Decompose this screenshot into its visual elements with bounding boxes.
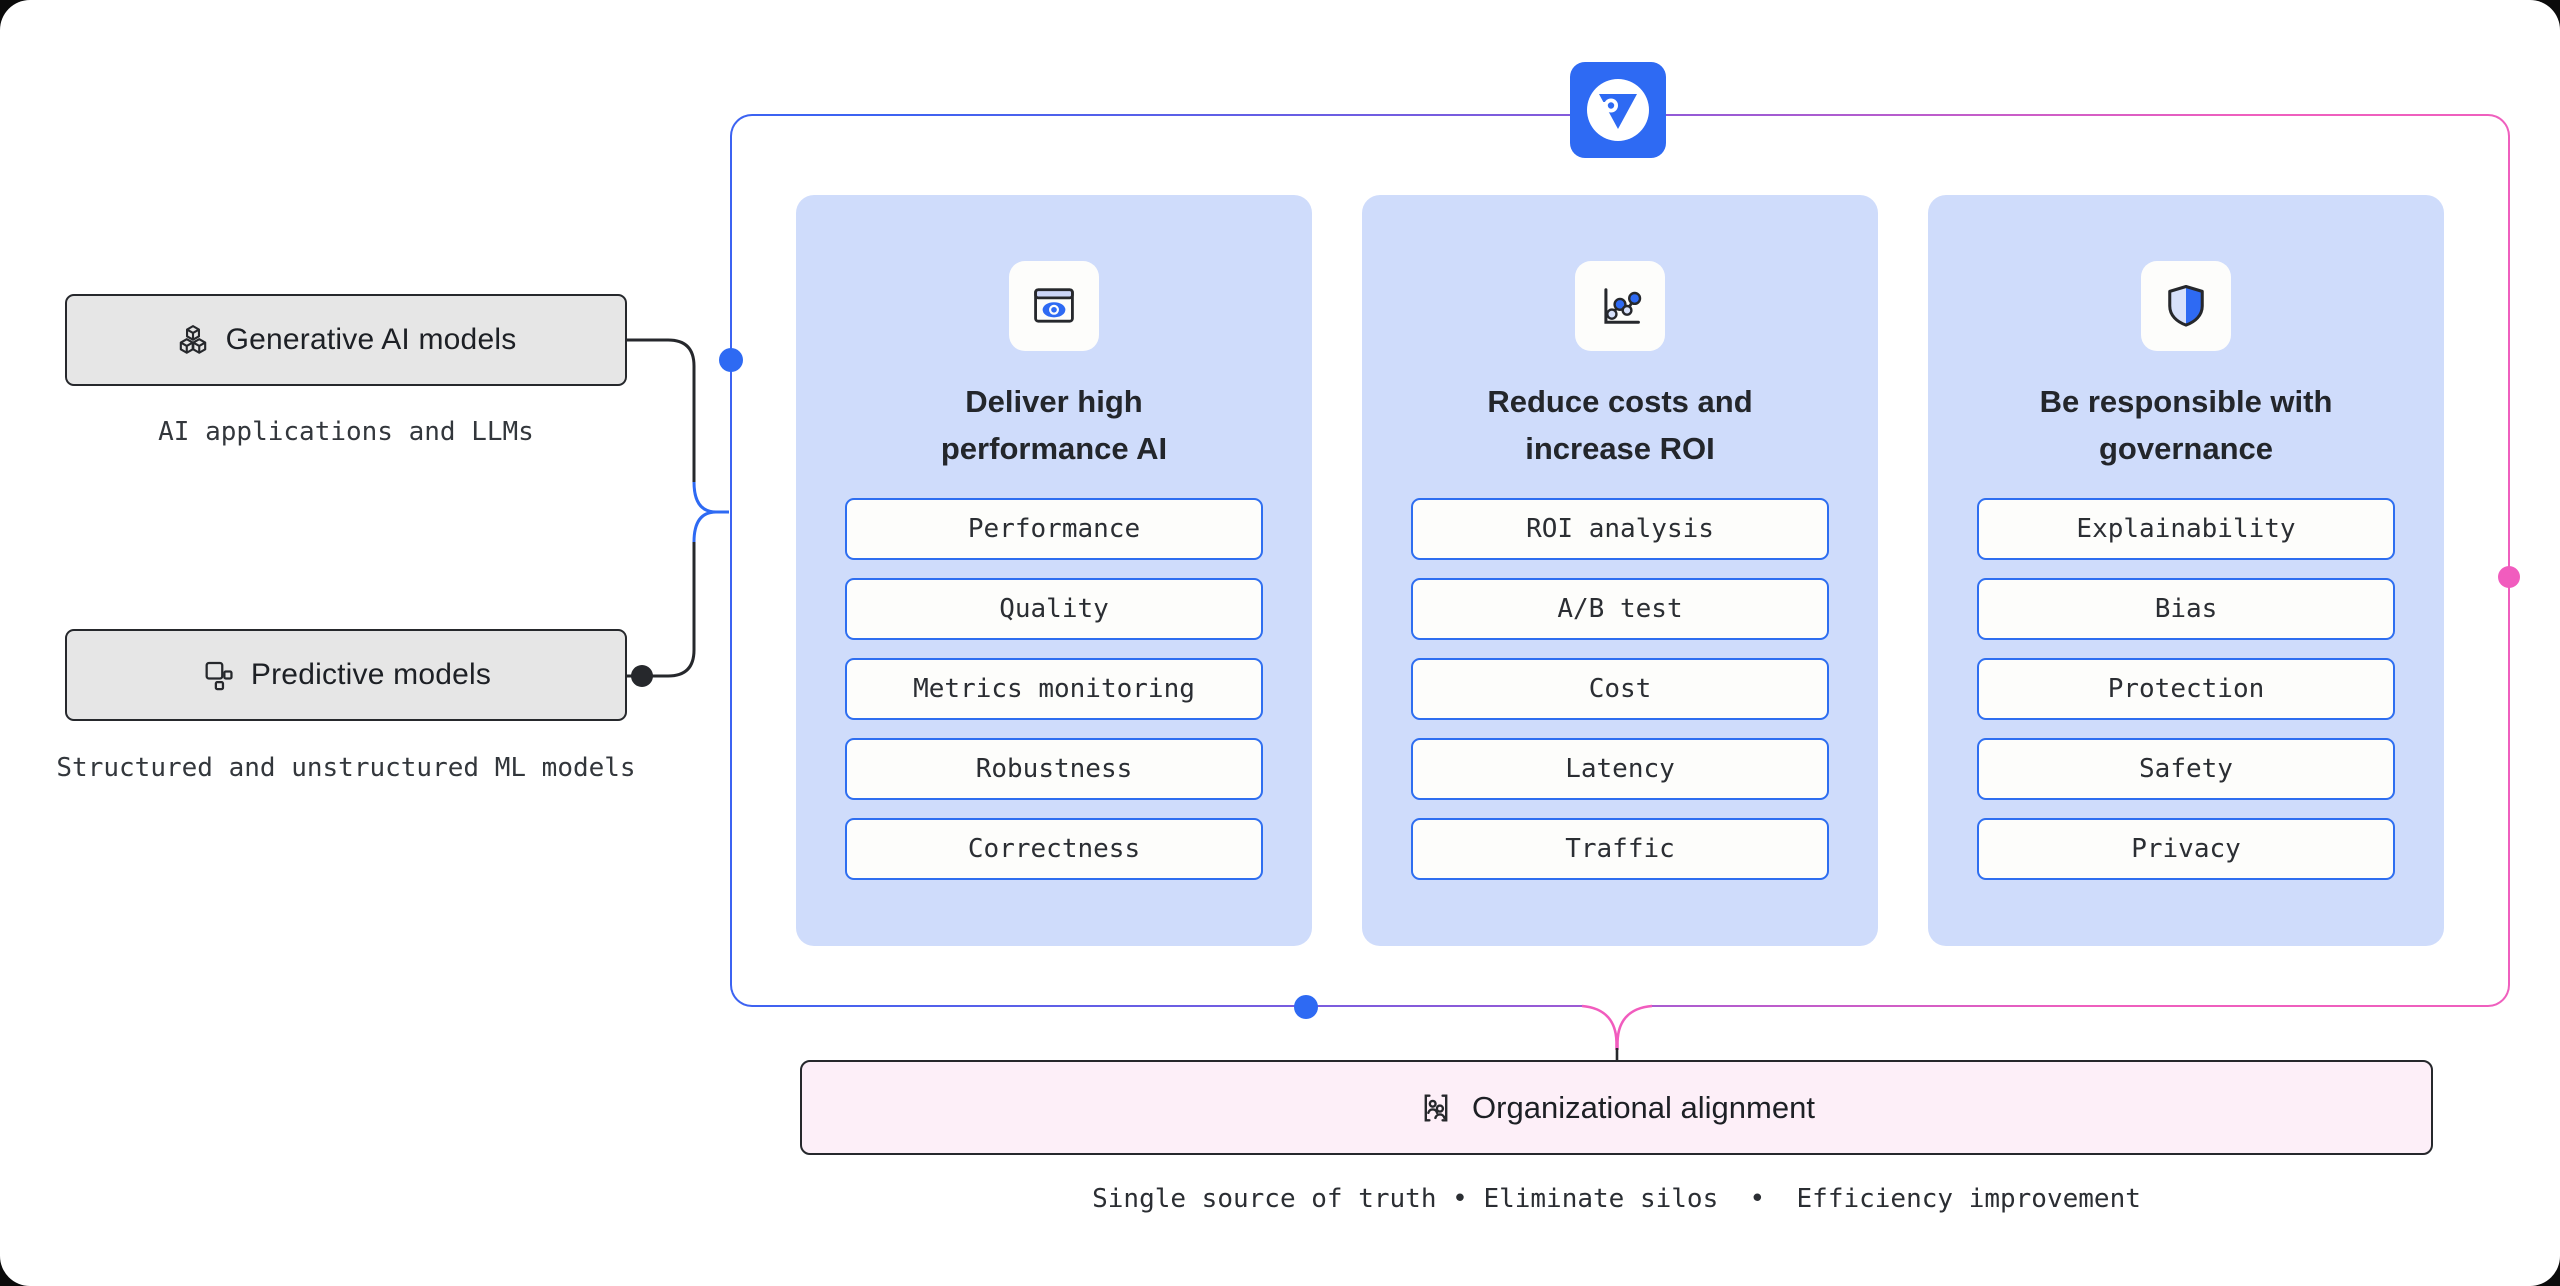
- pillar-icon-tile: [2141, 261, 2231, 351]
- line-chart-icon: [1604, 288, 1642, 324]
- capability-pill: Robustness: [845, 738, 1263, 800]
- capability-pill: Latency: [1411, 738, 1829, 800]
- shield-icon: [2168, 284, 2204, 327]
- capability-pill: Safety: [1977, 738, 2395, 800]
- capability-pill: Protection: [1977, 658, 2395, 720]
- capability-pill: ROI analysis: [1411, 498, 1829, 560]
- organizational-alignment-box: Organizational alignment: [800, 1060, 2433, 1155]
- pillar-icon-tile: [1009, 261, 1099, 351]
- predictive-models-box: Predictive models: [65, 629, 627, 721]
- predictive-models-label: Predictive models: [250, 658, 492, 691]
- pillar-title: Be responsible with governance: [2039, 384, 2333, 466]
- capability-pill: Quality: [845, 578, 1263, 640]
- cubes-icon: [179, 325, 206, 354]
- capability-pill: Privacy: [1977, 818, 2395, 880]
- predictive-connector-line: [627, 542, 696, 678]
- pillar-title: Reduce costs and increase ROI: [1487, 384, 1753, 466]
- pillar-card-governance: Be responsible with governance Explainab…: [1928, 195, 2444, 946]
- generative-models-box: Generative AI models: [65, 294, 627, 386]
- generative-models-caption: AI applications and LLMs: [158, 417, 534, 447]
- pillar-icon-tile: [1575, 261, 1665, 351]
- generative-models-label: Generative AI models: [225, 323, 517, 356]
- capability-pill: A/B test: [1411, 578, 1829, 640]
- organizational-alignment-label: Organizational alignment: [1472, 1089, 1815, 1125]
- capability-pill: Bias: [1977, 578, 2395, 640]
- capability-pill: Cost: [1411, 658, 1829, 720]
- funnel-right-curve: [1616, 1004, 1653, 1050]
- capability-pill: Performance: [845, 498, 1263, 560]
- squares-icon: [205, 661, 233, 691]
- capability-pill: Metrics monitoring: [845, 658, 1263, 720]
- predictive-models-caption: Structured and unstructured ML models: [56, 753, 636, 783]
- window-eye-icon: [1034, 288, 1074, 323]
- fiddler-logo: [1570, 62, 1666, 158]
- black-connector-dot: [631, 665, 653, 687]
- capability-pill: Correctness: [845, 818, 1263, 880]
- people-frame-icon: [1424, 1094, 1448, 1121]
- capability-pill: Traffic: [1411, 818, 1829, 880]
- generative-connector-line: [627, 338, 696, 482]
- capability-pill: Explainability: [1977, 498, 2395, 560]
- brace-merge-line: [692, 481, 729, 543]
- pillar-title: Deliver high performance AI: [940, 384, 1168, 466]
- alignment-caption: Single source of truth • Eliminate silos…: [1092, 1184, 2141, 1214]
- funnel-left-curve: [1581, 1004, 1618, 1050]
- pillar-card-roi: Reduce costs and increase ROI ROI analys…: [1362, 195, 1878, 946]
